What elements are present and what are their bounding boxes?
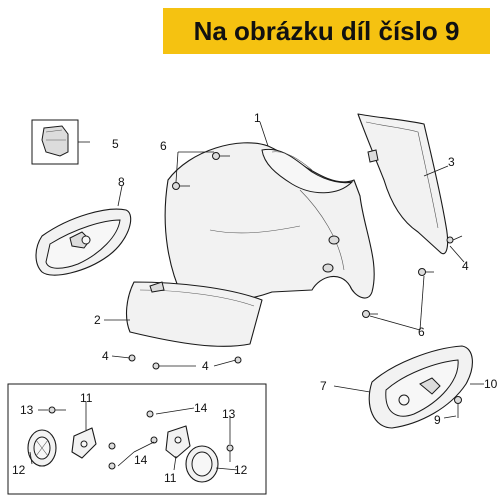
callout-11-left: 11 xyxy=(80,391,93,405)
callout-5: 5 xyxy=(112,137,119,151)
callout-11-right: 11 xyxy=(164,471,177,485)
callout-1: 1 xyxy=(254,111,261,125)
callout-6-top: 6 xyxy=(160,139,167,153)
callout-4-left: 4 xyxy=(102,349,109,363)
part-8-left-lens-housing xyxy=(35,208,132,276)
part-7-right-lens-housing xyxy=(368,345,473,429)
leader-lines xyxy=(29,121,484,471)
screw-6a xyxy=(212,152,230,160)
part-3-side-panel xyxy=(357,113,449,255)
part-5-clip xyxy=(31,119,79,165)
callout-12-right: 12 xyxy=(234,463,248,477)
bracket-right xyxy=(165,425,191,459)
part-number-banner: Na obrázku díl číslo 9 xyxy=(163,8,490,54)
part-2-lower-panel xyxy=(125,281,263,347)
callout-4-right: 4 xyxy=(462,259,469,273)
screw-6c xyxy=(418,268,434,276)
callout-14-bottom: 14 xyxy=(134,453,148,467)
bulb-holder-right xyxy=(185,445,219,483)
bulb-holder-left xyxy=(27,429,57,467)
callout-3: 3 xyxy=(448,155,455,169)
callout-8: 8 xyxy=(118,175,125,189)
callout-2: 2 xyxy=(94,313,101,327)
callout-labels: 1 2 3 4 4 4 5 6 6 7 8 9 10 11 11 12 12 1… xyxy=(12,111,498,485)
callout-13-left: 13 xyxy=(20,403,34,417)
screw-4a xyxy=(446,235,463,244)
callout-10: 10 xyxy=(484,377,498,391)
callout-13-right: 13 xyxy=(222,407,236,421)
screw-9 xyxy=(454,396,462,418)
part-1-front-shield xyxy=(164,142,375,303)
callout-9: 9 xyxy=(434,413,441,427)
callout-4-bottom: 4 xyxy=(202,359,209,373)
callout-6-bottom: 6 xyxy=(418,325,425,339)
screw-6b xyxy=(172,182,190,190)
callout-12-left: 12 xyxy=(12,463,26,477)
screw-6d xyxy=(362,310,378,318)
bracket-left xyxy=(71,427,97,459)
callout-7: 7 xyxy=(320,379,327,393)
inset-box xyxy=(7,383,267,495)
callout-14-top: 14 xyxy=(194,401,208,415)
